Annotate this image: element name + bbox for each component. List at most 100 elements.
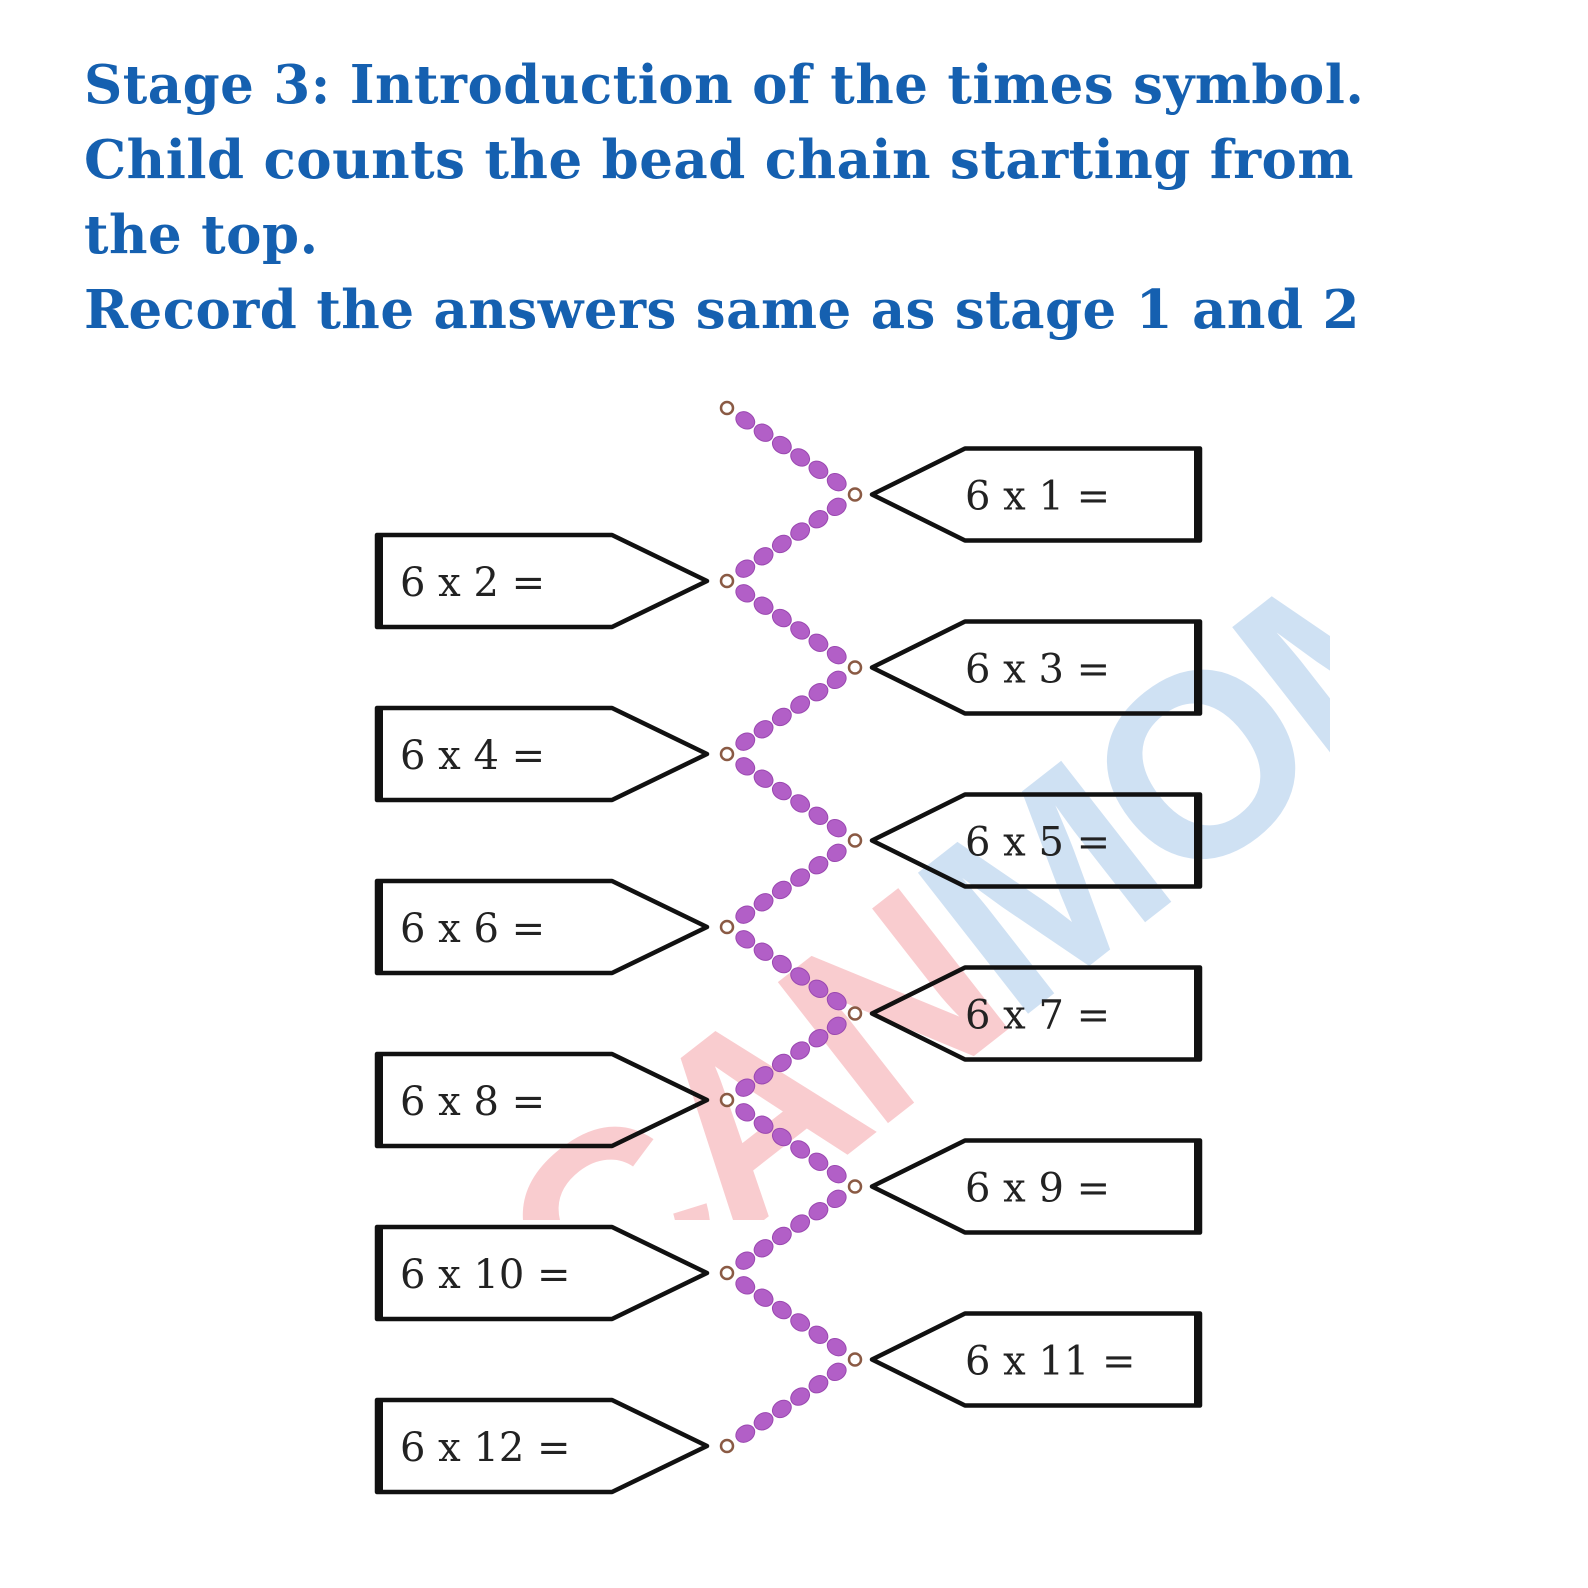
bead	[790, 695, 811, 714]
tag-label: 6 x 9 =	[965, 1166, 1110, 1212]
bead	[826, 818, 847, 838]
bead	[808, 683, 829, 702]
bead	[790, 1214, 811, 1233]
bead	[808, 1325, 829, 1344]
bead	[826, 1016, 847, 1036]
bead	[826, 1164, 847, 1184]
bead	[808, 633, 829, 652]
tag-label: 6 x 2 =	[400, 560, 545, 606]
tag-label: 6 x 11 =	[965, 1339, 1136, 1385]
tag-label: 6 x 3 =	[965, 647, 1110, 693]
chain-ring	[847, 1179, 863, 1194]
bead	[735, 732, 756, 751]
bead	[808, 460, 829, 479]
tag-label: 6 x 5 =	[965, 820, 1110, 866]
bead	[808, 1202, 829, 1221]
bead	[790, 1313, 811, 1332]
chain-ring	[847, 1006, 863, 1021]
chain-ring	[719, 746, 735, 762]
bead	[753, 596, 774, 615]
bead	[790, 1387, 811, 1406]
bead	[808, 1375, 829, 1394]
heading-line-3: the top.	[84, 204, 319, 266]
tag-label: 6 x 6 =	[400, 906, 545, 952]
bead	[735, 930, 756, 949]
chain-ring	[719, 400, 735, 416]
bead	[771, 608, 792, 628]
multiplication-tag: 6 x 8 =	[374, 1051, 710, 1149]
bead	[753, 769, 774, 788]
bead	[735, 1251, 756, 1270]
bead	[790, 522, 811, 541]
tag-label: 6 x 4 =	[400, 733, 545, 779]
bead	[826, 497, 847, 517]
bead	[771, 1399, 792, 1419]
bead	[790, 794, 811, 813]
bead	[771, 1127, 792, 1147]
tag-label: 6 x 12 =	[400, 1425, 571, 1471]
chain-ring	[847, 833, 863, 848]
bead	[753, 942, 774, 961]
multiplication-tag: 6 x 10 =	[374, 1224, 710, 1322]
bead	[753, 423, 774, 442]
heading-line-2: Child counts the bead chain starting fro…	[84, 129, 1354, 191]
bead	[808, 1152, 829, 1171]
multiplication-tag: 6 x 4 =	[374, 705, 710, 803]
bead	[808, 979, 829, 998]
multiplication-tag: 6 x 12 =	[374, 1397, 710, 1495]
bead	[826, 1189, 847, 1209]
bead	[735, 1078, 756, 1097]
chain-ring	[847, 660, 863, 675]
bead	[735, 584, 756, 603]
multiplication-tag: 6 x 1 =	[869, 446, 1203, 543]
multiplication-tag: 6 x 11 =	[869, 1311, 1203, 1408]
bead	[735, 1276, 756, 1295]
multiplication-tag: 6 x 6 =	[374, 878, 710, 976]
tag-label: 6 x 7 =	[965, 993, 1110, 1039]
bead	[771, 1226, 792, 1246]
bead	[826, 1337, 847, 1357]
multiplication-tag: 6 x 3 =	[869, 619, 1203, 716]
chain-ring	[719, 1265, 735, 1281]
bead	[735, 757, 756, 776]
bead	[771, 707, 792, 727]
tag-label: 6 x 8 =	[400, 1079, 545, 1125]
bead	[771, 954, 792, 974]
chain-ring	[847, 1352, 863, 1367]
chain-ring	[719, 573, 735, 589]
bead	[826, 991, 847, 1011]
tag-label: 6 x 1 =	[965, 474, 1110, 520]
chain-ring	[719, 919, 735, 935]
bead	[771, 1300, 792, 1320]
bead	[735, 1424, 756, 1443]
bead	[735, 905, 756, 924]
bead	[790, 967, 811, 986]
bead	[735, 559, 756, 578]
bead	[735, 1103, 756, 1122]
bead	[753, 547, 774, 566]
bead	[771, 435, 792, 455]
bead	[826, 670, 847, 690]
bead	[753, 1288, 774, 1307]
bead	[790, 1140, 811, 1159]
bead	[826, 472, 847, 492]
bead	[790, 1041, 811, 1060]
chain-ring	[847, 487, 863, 502]
bead	[753, 720, 774, 739]
bead	[790, 448, 811, 467]
bead	[808, 510, 829, 529]
bead	[826, 1362, 847, 1382]
bead	[808, 856, 829, 875]
bead	[790, 868, 811, 887]
bead	[808, 1029, 829, 1048]
bead	[753, 1066, 774, 1085]
multiplication-tag: 6 x 5 =	[869, 792, 1203, 889]
bead	[826, 645, 847, 665]
multiplication-tag: 6 x 2 =	[374, 532, 710, 630]
bead	[808, 806, 829, 825]
page-heading: Stage 3: Introduction of the times symbo…	[84, 48, 1564, 348]
chain-ring	[719, 1438, 735, 1454]
heading-line-1: Stage 3: Introduction of the times symbo…	[84, 54, 1365, 116]
bead	[753, 893, 774, 912]
